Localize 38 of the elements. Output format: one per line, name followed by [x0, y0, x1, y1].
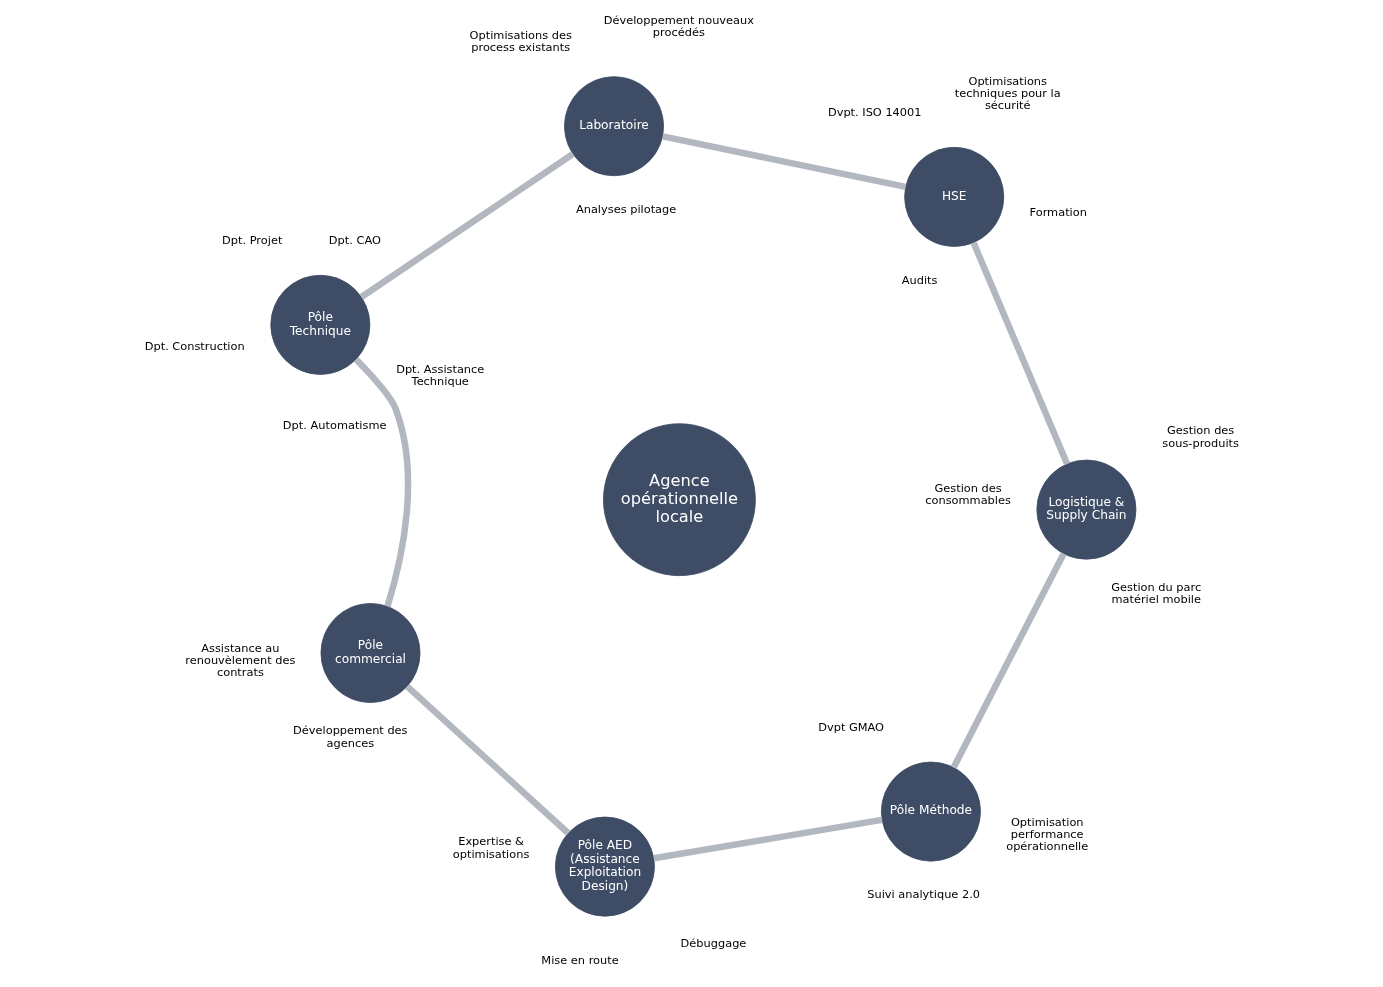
connector: [661, 133, 906, 190]
node-label: Dpt. Automatisme: [282, 417, 386, 432]
node-label: Gestion des consommables: [924, 480, 1011, 507]
node-circle: Pôle AED (Assistance Exploitation Design): [554, 816, 655, 917]
node-label: Dvpt. ISO 14001: [827, 105, 922, 120]
node-label: Dpt. CAO: [328, 233, 381, 248]
connector: [359, 151, 575, 300]
connector: [652, 816, 882, 862]
node-label: Analyses pilotage: [575, 201, 676, 216]
node-label: Gestion des sous-produits: [1161, 423, 1239, 450]
node-label: Dpt. Construction: [144, 339, 245, 354]
node-circle: Pôle Méthode: [880, 761, 981, 862]
node-label: Dvpt GMAO: [817, 719, 884, 734]
connector: [353, 357, 411, 608]
node-circle: Laboratoire: [563, 76, 664, 177]
node-label: Développement des agences: [292, 723, 408, 750]
node-label: Assistance au renouvèlement des contrats: [184, 641, 295, 680]
connector: [970, 241, 1070, 466]
node-label: Suivi analytique 2.0: [866, 887, 980, 902]
node-label: Développement nouveaux procédés: [603, 12, 754, 40]
node-label: Débuggage: [680, 936, 746, 951]
node-circle: Logistique & Supply Chain: [1035, 459, 1136, 560]
node-label: Optimisations techniques pour la sécurité: [954, 73, 1061, 113]
connector: [950, 552, 1067, 769]
node-label: Audits: [901, 272, 937, 287]
node-circle: Pôle commercial: [320, 603, 420, 703]
node-circle: HSE: [903, 146, 1004, 247]
node-label: Mise en route: [540, 952, 619, 967]
node-label: Optimisation performance opérationnelle: [1005, 814, 1088, 853]
node-label: Expertise & optimisations: [452, 834, 529, 861]
node-circle: Agence opérationnelle locale: [602, 423, 756, 577]
node-label: Optimisations des process existants: [469, 27, 572, 54]
node-label: Dpt. Assistance Technique: [395, 361, 484, 389]
node-label: Gestion du parc matériel mobile: [1110, 580, 1201, 607]
connector: [404, 684, 570, 836]
node-label: Dpt. Projet: [221, 233, 282, 248]
node-label: Formation: [1029, 204, 1087, 219]
node-circle: Pôle Technique: [269, 274, 370, 375]
